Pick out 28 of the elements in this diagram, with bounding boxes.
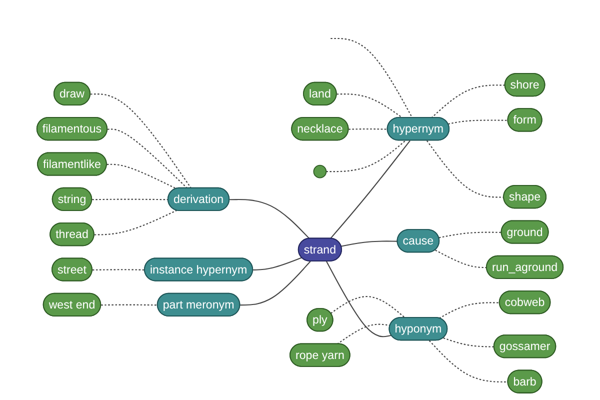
connector: [92, 269, 145, 270]
node-circle: [313, 164, 327, 178]
connector: [448, 120, 508, 124]
connector: [253, 257, 302, 270]
connector: [106, 164, 177, 190]
connector: [438, 232, 502, 238]
connector: [230, 198, 310, 240]
connector: [348, 128, 388, 130]
connector: [330, 296, 406, 318]
connector: [92, 198, 168, 200]
connector: [336, 94, 403, 118]
connector: [428, 340, 508, 382]
connector: [326, 140, 406, 172]
connector: [240, 261, 311, 306]
connector: [336, 324, 390, 345]
connector: [330, 140, 410, 240]
connector: [435, 250, 487, 268]
connector: [341, 240, 398, 247]
connector: [330, 38, 413, 118]
connector: [326, 261, 392, 338]
connector: [443, 338, 494, 348]
connector: [438, 302, 500, 319]
connector: [90, 94, 192, 189]
connector: [431, 84, 506, 118]
connector: [101, 304, 158, 306]
connector: [108, 128, 188, 189]
connector: [426, 140, 504, 198]
connector: [94, 210, 177, 236]
